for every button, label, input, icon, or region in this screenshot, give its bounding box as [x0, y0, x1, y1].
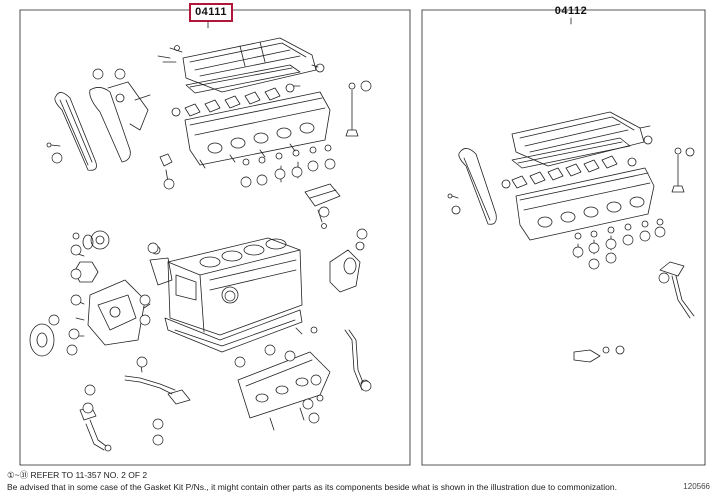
cylinder-head-b: [515, 167, 655, 241]
exhaust-bracket: [304, 183, 341, 229]
head-cover-gasket: [185, 64, 301, 94]
commonization-notice: Be advised that in some case of the Gask…: [7, 482, 617, 492]
oil-strainer: [79, 359, 191, 452]
timing-chain-cover: [29, 279, 151, 357]
exhaust-manifold: [237, 326, 331, 431]
timing-belt-cover: [89, 81, 151, 163]
engine-valve-b: [671, 147, 695, 193]
rear-oil-seal: [329, 241, 365, 293]
timing-belt-b: [458, 148, 497, 225]
manifold-gasket-set: [171, 87, 281, 117]
callout-markers-right: [572, 226, 670, 284]
illustration-code: 120566: [683, 482, 710, 491]
oil-line-fitting-b: [573, 345, 625, 363]
head-cover-gasket-b: [511, 137, 631, 169]
cylinder-block: [149, 237, 303, 336]
part-number-04111[interactable]: 04111: [189, 3, 233, 22]
cylinder-head-cover-b: [511, 111, 653, 167]
diagram-frame: [19, 9, 706, 466]
oil-pan: [164, 309, 303, 353]
timing-belt: [54, 92, 97, 171]
cylinder-head-cover: [157, 37, 325, 93]
cylinder-head: [184, 91, 331, 169]
dipstick-guide-b: [659, 261, 695, 319]
valve-stem-parts-b: [574, 218, 664, 259]
manifold-gasket-set-b: [501, 155, 637, 189]
callout-markers-left: [48, 68, 372, 446]
engine-valve: [345, 82, 359, 137]
small-fittings-b: [447, 193, 461, 215]
part-number-04112[interactable]: 04112: [554, 5, 588, 17]
small-fittings: [46, 142, 173, 183]
reference-note: ①~㉛ REFER TO 11-357 NO. 2 OF 2: [7, 470, 148, 480]
